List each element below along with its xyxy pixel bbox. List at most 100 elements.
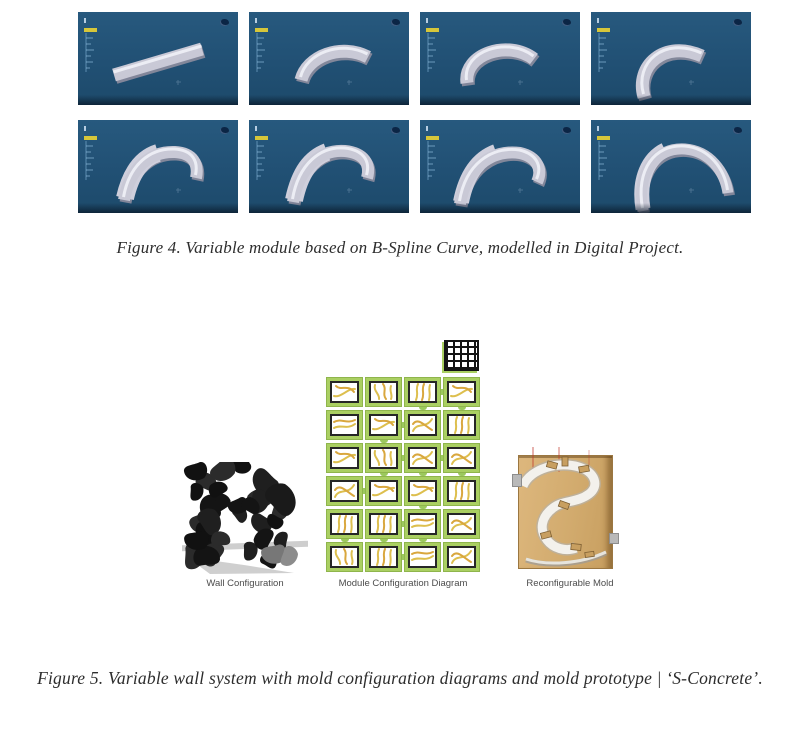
module-cell xyxy=(444,444,479,472)
mold-strip-render xyxy=(517,447,608,567)
module-cell xyxy=(366,378,401,406)
spline-curves-icon xyxy=(411,484,434,497)
module-cell xyxy=(444,543,479,571)
module-cell xyxy=(366,543,401,571)
cell-connector-nub xyxy=(380,470,388,476)
viewport-ground-shading xyxy=(249,203,409,213)
compass-icon xyxy=(733,127,742,134)
module-cell-face xyxy=(408,447,437,469)
module-cell-face xyxy=(408,480,437,502)
feature-tree-icon xyxy=(597,126,610,180)
module-cell xyxy=(405,444,440,472)
module-cell xyxy=(327,543,362,571)
spline-curves-icon xyxy=(334,484,355,498)
cell-connector-nub xyxy=(380,536,388,542)
compass-icon xyxy=(562,19,571,26)
cad-viewport-tile xyxy=(420,120,580,213)
module-cell xyxy=(327,444,362,472)
cell-connector-nub xyxy=(399,422,407,428)
feature-tree-icon xyxy=(255,18,268,72)
module-render xyxy=(460,43,540,87)
module-cell-face xyxy=(369,546,398,568)
spline-curves-icon xyxy=(451,550,472,564)
cad-viewport-tile xyxy=(591,12,751,105)
cell-connector-nub xyxy=(380,437,388,443)
cell-connector-nub xyxy=(419,536,427,542)
compass-icon xyxy=(220,127,229,134)
module-cell-face xyxy=(369,447,398,469)
figure4-caption: Figure 4. Variable module based on B-Spl… xyxy=(116,238,684,257)
viewport-ground-shading xyxy=(591,203,751,213)
module-cell xyxy=(366,444,401,472)
module-cell xyxy=(444,477,479,505)
spline-curves-icon xyxy=(411,551,434,561)
spline-curves-icon xyxy=(454,482,470,500)
viewport-ground-shading xyxy=(78,95,238,105)
spline-curves-icon xyxy=(376,515,392,533)
feature-tree-icon xyxy=(255,126,268,180)
compass-icon xyxy=(733,19,742,26)
wall-render xyxy=(177,450,313,574)
module-render xyxy=(294,44,373,85)
module-cell xyxy=(366,477,401,505)
cell-connector-nub xyxy=(419,404,427,410)
cad-screenshot-grid xyxy=(78,12,751,213)
figure5-caption: Figure 5. Variable wall system with mold… xyxy=(37,668,763,688)
module-cell-face xyxy=(330,381,359,403)
cell-connector-nub xyxy=(419,470,427,476)
module-configuration-diagram xyxy=(327,340,479,571)
module-cell xyxy=(327,477,362,505)
viewport-ground-shading xyxy=(420,203,580,213)
viewport-ground-shading xyxy=(420,95,580,105)
module-cell-face xyxy=(330,414,359,436)
module-cell-face xyxy=(330,546,359,568)
spline-curves-icon xyxy=(412,451,433,465)
module-cell-face xyxy=(330,447,359,469)
cell-connector-nub xyxy=(458,470,466,476)
spline-curves-icon xyxy=(333,385,356,398)
module-cell xyxy=(405,510,440,538)
module-cell-face xyxy=(447,414,476,436)
cad-viewport-tile xyxy=(78,120,238,213)
module-cell xyxy=(327,378,362,406)
module-cell-face xyxy=(330,480,359,502)
module-cell-face xyxy=(447,447,476,469)
wall-configuration-image xyxy=(177,450,313,576)
cell-connector-nub xyxy=(458,404,466,410)
module-cell xyxy=(366,510,401,538)
module-render xyxy=(635,44,707,102)
spline-curves-icon xyxy=(334,548,354,565)
cad-viewport-tile xyxy=(78,12,238,105)
viewport-ground-shading xyxy=(591,95,751,105)
cell-connector-nub xyxy=(360,488,368,494)
spline-curves-icon xyxy=(337,515,353,533)
cell-connector-nub xyxy=(399,521,407,527)
module-render xyxy=(285,143,376,206)
compass-icon xyxy=(391,127,400,134)
module-render xyxy=(116,144,205,204)
spline-curves-icon xyxy=(333,419,356,429)
module-cell xyxy=(327,510,362,538)
cell-connector-nub xyxy=(438,389,446,395)
cell-connector-nub xyxy=(399,554,407,560)
cell-connector-nub xyxy=(399,455,407,461)
spline-curves-icon xyxy=(411,518,434,528)
reconfigurable-mold-image xyxy=(512,447,619,569)
mold-clamp-tab-right xyxy=(609,533,619,544)
module-render xyxy=(453,144,547,208)
spline-curves-icon xyxy=(454,416,470,434)
module-cell-face xyxy=(330,513,359,535)
spline-curves-icon xyxy=(451,451,472,465)
cell-connector-nub xyxy=(419,503,427,509)
spline-curves-icon xyxy=(376,548,392,566)
module-cell-face xyxy=(447,513,476,535)
spline-curves-icon xyxy=(372,418,395,431)
module-cell-face xyxy=(369,513,398,535)
module-render xyxy=(634,143,735,213)
compass-icon xyxy=(220,19,229,26)
spline-curves-icon xyxy=(450,385,473,398)
viewport-ground-shading xyxy=(249,95,409,105)
module-cell-face xyxy=(447,546,476,568)
feature-tree-icon xyxy=(84,126,97,180)
